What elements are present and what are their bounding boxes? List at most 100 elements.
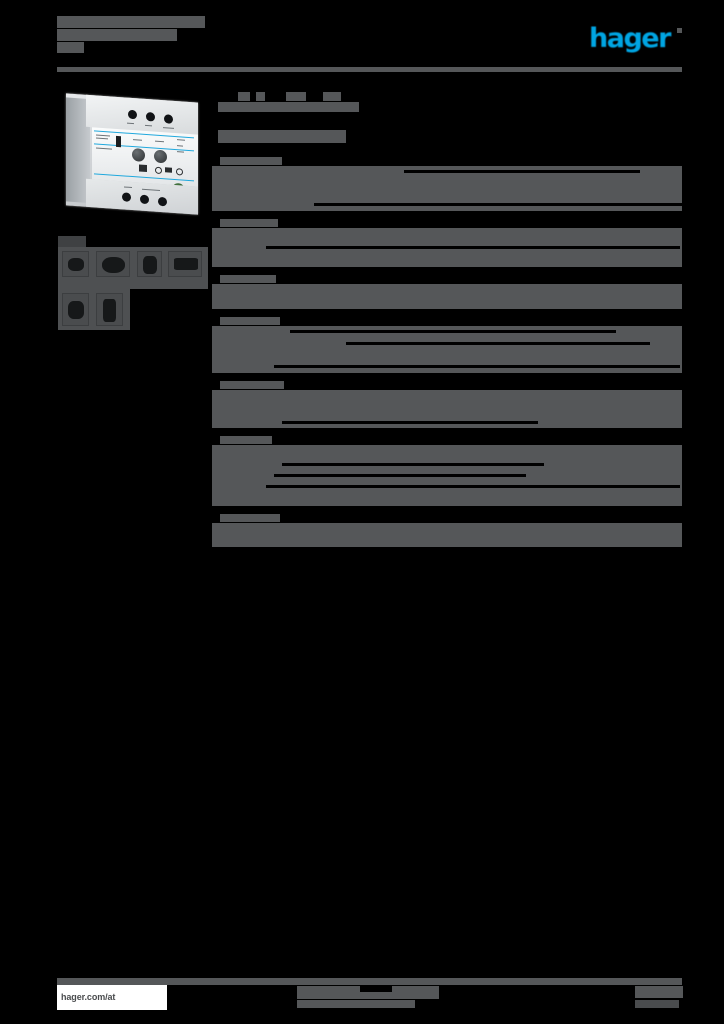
product-subtitle [208, 130, 682, 156]
pictogram-glyph-icon [102, 257, 125, 273]
spec-row-value-redacted [282, 463, 544, 466]
page-header [57, 16, 682, 72]
header-divider [57, 67, 682, 72]
spec-row-indent [208, 404, 212, 417]
spec-row [208, 189, 682, 199]
spec-row [208, 297, 682, 309]
footer-page-number-redacted [635, 1000, 679, 1008]
spec-row [208, 390, 682, 404]
symbol-icon [165, 167, 172, 173]
pictogram-cell [62, 251, 89, 277]
spec-group-heading [208, 435, 682, 445]
product-title [208, 92, 682, 126]
spec-row-indent [208, 523, 212, 547]
spec-row-value-redacted [274, 474, 526, 477]
device-front-panel [92, 127, 198, 197]
spec-row-indent [208, 228, 212, 242]
title-word [286, 92, 306, 101]
spec-row [208, 178, 682, 189]
spec-row-value-redacted [290, 330, 616, 333]
spec-row-indent [208, 361, 212, 373]
spec-group-separator [208, 267, 682, 274]
spec-group-separator [208, 309, 682, 316]
spec-group-separator [208, 373, 682, 380]
spec-group-heading [208, 156, 682, 166]
spec-row [208, 326, 682, 338]
terminal-label [142, 188, 160, 192]
spec-row-indent [208, 242, 212, 254]
panel-label [177, 151, 184, 153]
panel-label [96, 134, 110, 137]
spec-row-indent [208, 178, 212, 189]
header-title-redacted [57, 16, 205, 28]
knob-label [133, 139, 142, 141]
spec-row [208, 349, 682, 361]
title-word [323, 92, 341, 101]
spec-row [208, 445, 682, 459]
spec-row-indent [208, 297, 212, 309]
rotary-knob [132, 148, 145, 162]
spec-group-separator [208, 211, 682, 218]
registered-mark-icon [677, 28, 682, 33]
header-reference-redacted [57, 42, 84, 53]
subtitle-text [218, 130, 346, 143]
footer-center-text-redacted [297, 986, 439, 999]
symbol-icon [139, 164, 147, 173]
spec-group [208, 513, 682, 547]
spec-group-heading [208, 274, 682, 284]
footer-divider [57, 978, 682, 985]
hager-logo: hager [589, 23, 682, 54]
product-photo [58, 92, 208, 217]
spec-group [208, 380, 682, 435]
pictogram-glyph-icon [68, 258, 84, 271]
spec-row-indent [208, 254, 212, 267]
spec-group-heading [208, 513, 682, 523]
spec-group-separator [208, 428, 682, 435]
title-main [218, 102, 359, 112]
spec-row [208, 470, 682, 481]
spec-row-indent [208, 189, 212, 199]
main-content [208, 92, 686, 547]
grid-tab [58, 236, 86, 247]
spec-row-value-redacted [346, 342, 650, 345]
pictogram-glyph-icon [174, 258, 198, 270]
spec-group-label-redacted [220, 157, 282, 165]
terminal-hole [140, 194, 149, 205]
selector-switch [116, 135, 121, 148]
header-subtitle-redacted [57, 29, 177, 41]
hager-logo-text: hager [589, 23, 671, 54]
terminal-hole [128, 109, 137, 120]
spec-group [208, 274, 682, 316]
title-word [238, 92, 250, 101]
spec-row-indent [208, 390, 212, 404]
terminal-label [124, 186, 132, 189]
spec-row [208, 284, 682, 297]
panel-label [177, 145, 183, 147]
spec-row-indent [208, 338, 212, 349]
spec-row-indent [208, 326, 212, 338]
pictogram-cell [96, 251, 130, 277]
rotary-knob [154, 149, 167, 164]
spec-group-label-redacted [220, 275, 276, 283]
spec-row-indent [208, 349, 212, 361]
spec-row-indent [208, 284, 212, 297]
spec-row-indent [208, 166, 212, 178]
spec-row [208, 404, 682, 417]
spec-row-indent [208, 459, 212, 470]
spec-row-value-redacted [274, 365, 680, 368]
spec-row-value-redacted [266, 246, 680, 249]
spec-group [208, 156, 686, 218]
page-footer: hager.com/at [57, 978, 683, 1018]
footer-center-subtext-redacted [297, 1000, 415, 1008]
spec-row-indent [208, 445, 212, 459]
spec-row-indent [208, 199, 212, 211]
pictogram-glyph-icon [103, 299, 116, 322]
knob-label [155, 140, 164, 143]
footer-center-notch [360, 986, 392, 992]
spec-row [208, 199, 686, 211]
footer-website-link[interactable]: hager.com/at [57, 985, 167, 1010]
footer-right-text-redacted [635, 986, 683, 998]
spec-row-value-redacted [282, 421, 538, 424]
pictogram-grid [58, 236, 210, 330]
